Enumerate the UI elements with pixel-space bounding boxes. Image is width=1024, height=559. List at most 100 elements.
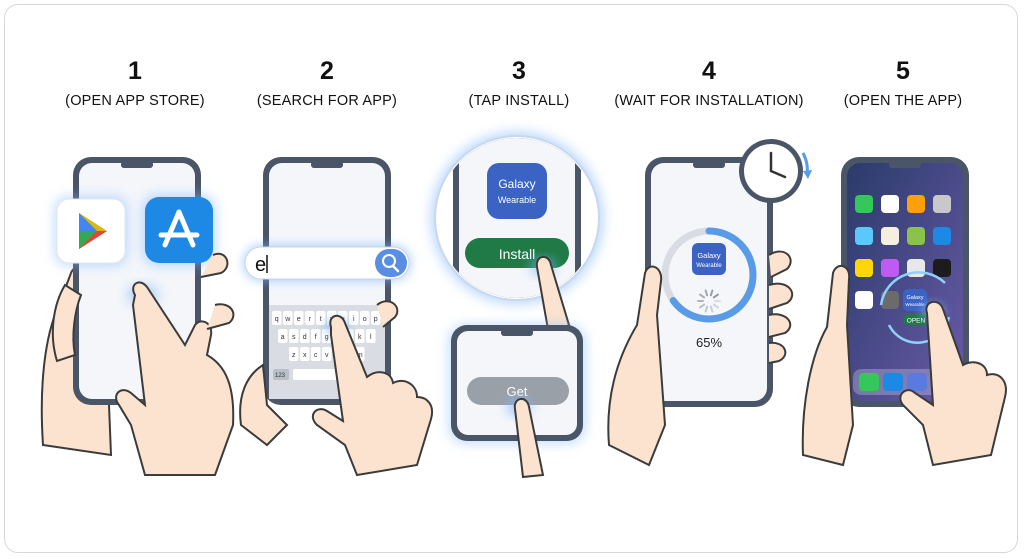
key-r[interactable] <box>305 311 315 325</box>
key-a[interactable] <box>278 329 288 343</box>
key-label: v <box>325 352 329 359</box>
tapping-finger <box>513 398 545 479</box>
home-app-icon[interactable] <box>881 259 899 277</box>
key-label: q <box>275 316 279 323</box>
spinner-tick <box>712 293 719 299</box>
svg-text:Galaxy: Galaxy <box>906 295 923 301</box>
spinner-tick <box>712 303 719 309</box>
tapping-finger <box>535 256 571 337</box>
left-hand <box>801 264 855 467</box>
progress-ring <box>661 227 757 323</box>
left-hand <box>239 363 289 447</box>
key-x[interactable] <box>300 347 310 361</box>
key-label: d <box>303 334 307 341</box>
key-q[interactable] <box>272 311 282 325</box>
right-hand <box>115 281 235 476</box>
key-label: e <box>297 316 301 323</box>
right-hand <box>768 250 794 364</box>
key-o[interactable] <box>360 311 370 325</box>
search-bar[interactable]: e <box>243 245 411 281</box>
left-hand <box>607 265 667 467</box>
step-5-illustration: Galaxy Wearable OPEN <box>801 157 1007 467</box>
home-app-icon[interactable] <box>855 291 873 309</box>
key-label: g <box>325 334 329 341</box>
home-app-icon[interactable] <box>881 195 899 213</box>
messages-icon <box>907 373 927 391</box>
key-label: r <box>309 316 312 323</box>
svg-text:Get: Get <box>507 384 528 399</box>
spinner-tick <box>699 303 706 309</box>
svg-text:Galaxy: Galaxy <box>697 251 721 260</box>
spinner-tick <box>709 289 714 297</box>
app-store-icon[interactable] <box>143 195 215 265</box>
key-e[interactable] <box>294 311 304 325</box>
key-w[interactable] <box>283 311 293 325</box>
home-app-icon[interactable] <box>881 227 899 245</box>
galaxy-wearable-app-icon[interactable]: Galaxy Wearable <box>903 289 927 311</box>
key-l[interactable] <box>366 329 376 343</box>
open-button[interactable]: OPEN <box>903 314 929 325</box>
spinner-tick <box>709 305 714 313</box>
step-number: 4 <box>702 57 716 85</box>
key-p[interactable] <box>371 311 381 325</box>
key-label: i <box>353 316 355 323</box>
key-label: f <box>315 334 317 341</box>
home-app-icon[interactable] <box>855 195 873 213</box>
step-5: 5 (OPEN THE APP) Galaxy Wearable <box>801 5 1007 552</box>
spinner-tick <box>699 293 706 299</box>
key-t[interactable] <box>316 311 326 325</box>
step-caption: (SEARCH FOR APP) <box>256 93 398 109</box>
key-i[interactable] <box>349 311 359 325</box>
key-label: x <box>303 352 307 359</box>
key-f[interactable] <box>311 329 321 343</box>
galaxy-wearable-app-icon: Galaxy Wearable <box>692 243 726 275</box>
search-button <box>375 249 407 277</box>
key-label: s <box>292 334 296 341</box>
home-app-icon[interactable] <box>933 195 951 213</box>
svg-text:OPEN: OPEN <box>907 318 926 325</box>
step-caption: (OPEN APP STORE) <box>65 93 205 109</box>
home-app-icon[interactable] <box>907 227 925 245</box>
key-label: o <box>363 316 367 323</box>
step-2-illustration: e qwertyuiopasdfghjklzxcvbnm 123 <box>239 157 433 477</box>
home-app-icon[interactable] <box>855 227 873 245</box>
home-app-icon[interactable] <box>881 291 899 309</box>
key-label: m <box>357 352 363 359</box>
home-app-icon[interactable] <box>933 259 951 277</box>
key-k[interactable] <box>355 329 365 343</box>
svg-text:Wearable: Wearable <box>498 195 536 205</box>
step-3-illustration: Galaxy Wearable Install Get <box>431 132 603 479</box>
home-app-icon[interactable] <box>855 259 873 277</box>
key-label: a <box>281 334 285 341</box>
key-v[interactable] <box>322 347 332 361</box>
step-caption: (TAP INSTALL) <box>468 93 570 109</box>
spinner-tick <box>704 289 709 297</box>
step-caption: (OPEN THE APP) <box>843 93 963 109</box>
home-app-icon[interactable] <box>907 195 925 213</box>
progress-percent: 65% <box>696 335 722 350</box>
key-label: l <box>370 334 372 341</box>
get-button[interactable]: Get <box>467 377 569 405</box>
svg-text:Wearable: Wearable <box>696 263 722 269</box>
key-d[interactable] <box>300 329 310 343</box>
spinner-tick <box>704 305 709 313</box>
step-number: 1 <box>128 57 142 85</box>
step-3: 3 (TAP INSTALL) Galaxy Wearable Install <box>419 5 619 552</box>
search-icon <box>382 254 396 268</box>
phone-screen <box>651 163 767 401</box>
steps-diagram: 1 (OPEN APP STORE) <box>4 4 1018 553</box>
key-s[interactable] <box>289 329 299 343</box>
home-app-icon[interactable] <box>933 227 951 245</box>
key-z[interactable] <box>289 347 299 361</box>
key-label: k <box>358 334 362 341</box>
step-number: 2 <box>320 57 334 85</box>
play-store-icon[interactable] <box>55 197 127 265</box>
key-c[interactable] <box>311 347 321 361</box>
key-label: w <box>284 316 291 323</box>
step-caption: (WAIT FOR INSTALLATION) <box>614 93 804 109</box>
step-number: 3 <box>512 57 526 85</box>
mail-icon <box>883 373 903 391</box>
numbers-key: 123 <box>275 373 286 379</box>
svg-text:Wearable: Wearable <box>905 302 925 307</box>
step-1: 1 (OPEN APP STORE) <box>35 5 235 552</box>
